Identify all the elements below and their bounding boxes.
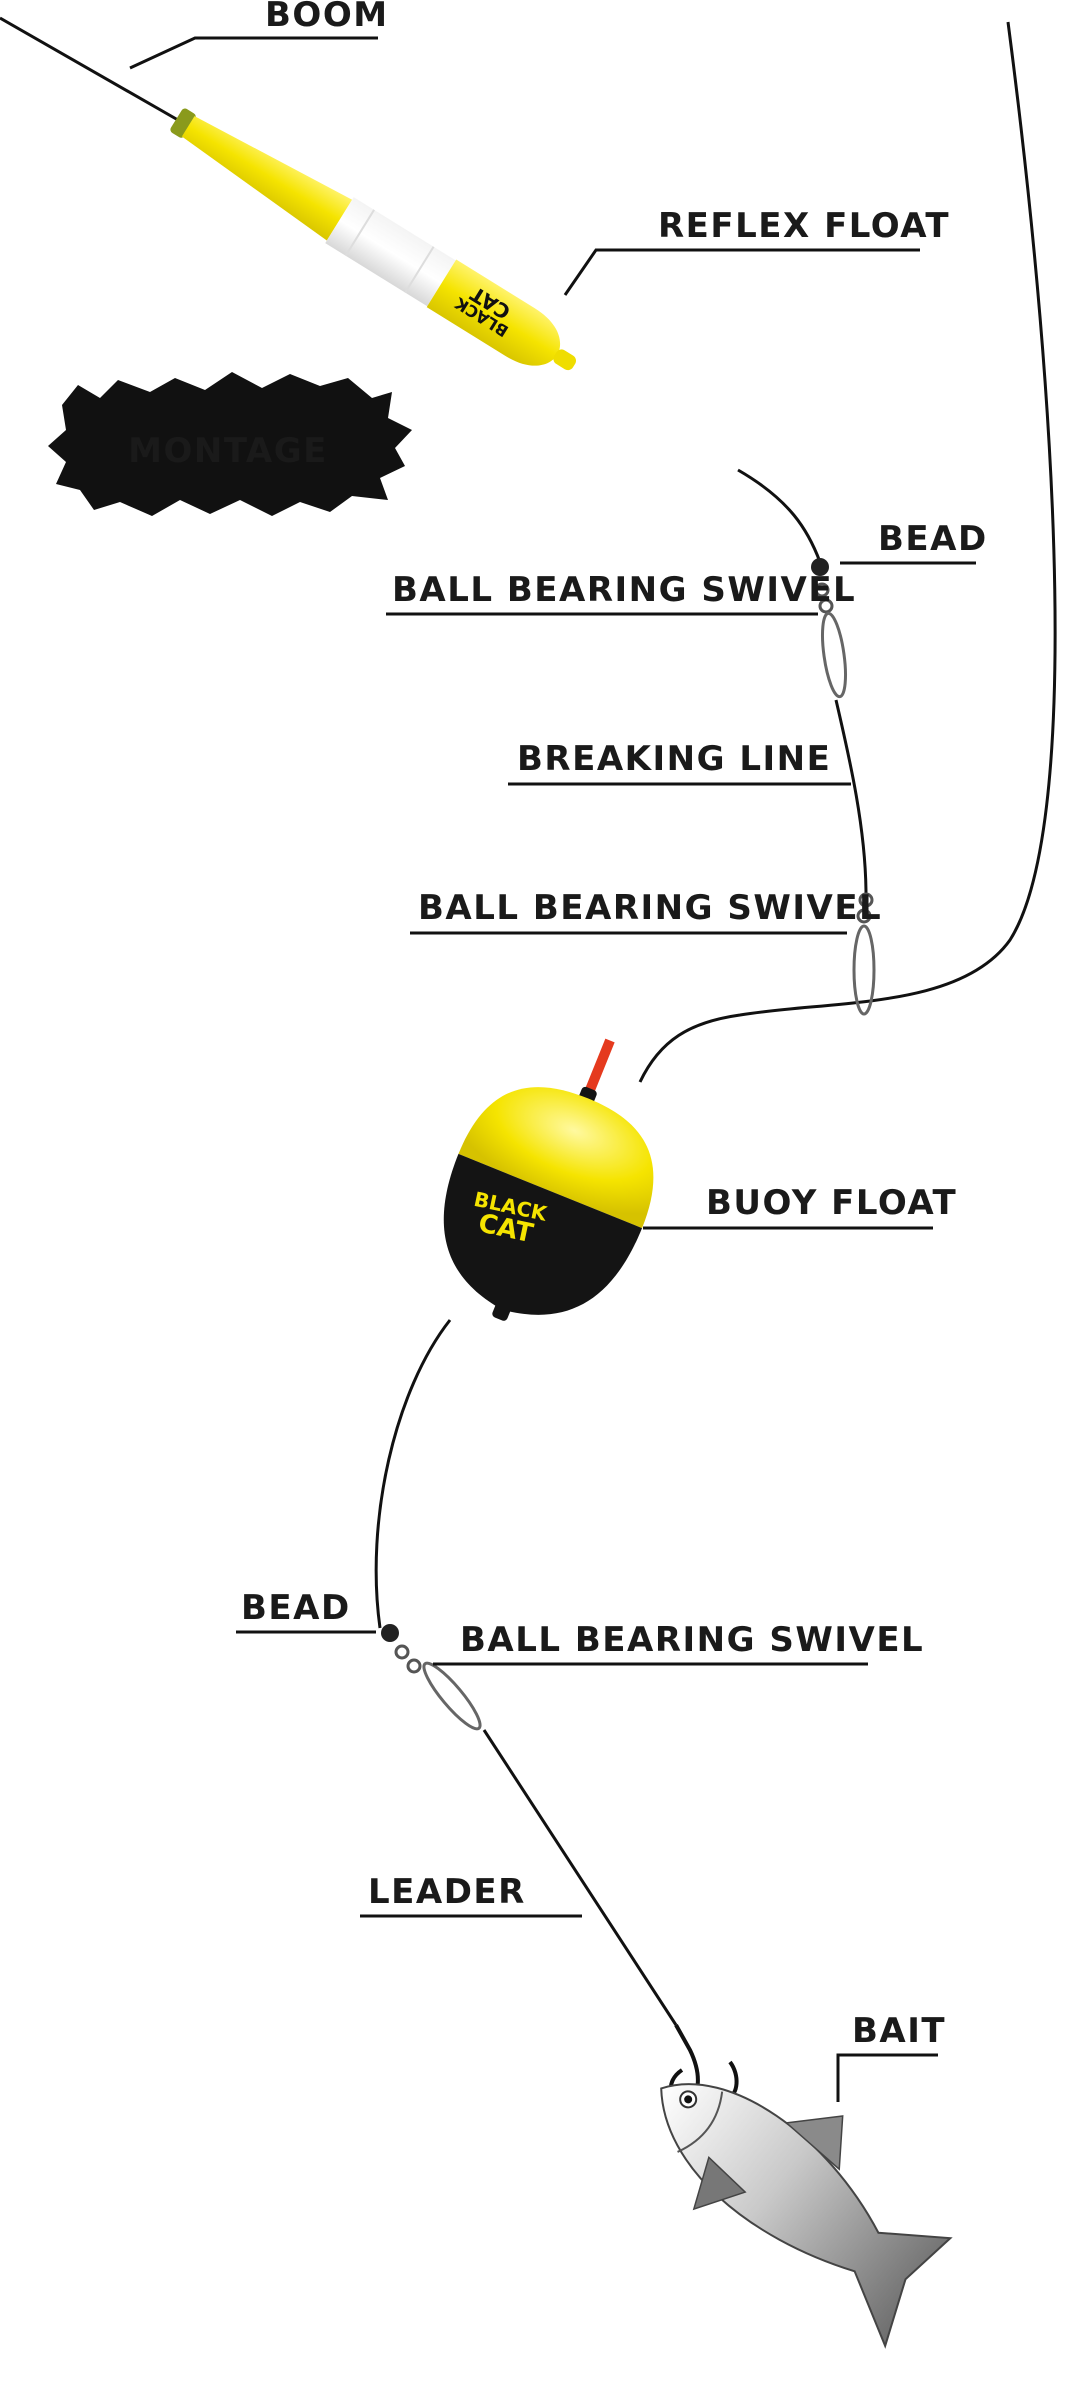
reflex-float: BLACK CAT bbox=[170, 108, 577, 371]
label-reflex-float: REFLEX FLOAT bbox=[658, 206, 950, 246]
label-bead-top: BEAD bbox=[878, 519, 988, 559]
label-swivel-1: BALL BEARING SWIVEL bbox=[392, 570, 856, 610]
callout-boom bbox=[129, 36, 378, 70]
label-boom: BOOM bbox=[265, 0, 389, 35]
bead-bottom bbox=[381, 1624, 399, 1642]
breaking-line-path bbox=[834, 699, 868, 896]
label-breaking-line: BREAKING LINE bbox=[517, 739, 831, 779]
callout-lines bbox=[129, 36, 976, 2102]
float-nub bbox=[553, 349, 577, 371]
bead-top bbox=[811, 558, 829, 576]
buoy-bottom-half bbox=[443, 1153, 643, 1315]
fishing-lines bbox=[0, 16, 1057, 2026]
leader-line bbox=[482, 1729, 678, 2026]
fish-dorsal-fin bbox=[784, 2115, 844, 2171]
buoy-antenna bbox=[583, 1038, 615, 1097]
fish-pectoral-fin bbox=[692, 2155, 747, 2211]
label-leader: LEADER bbox=[368, 1872, 526, 1912]
float-body-rear bbox=[426, 259, 561, 366]
montage-badge: MONTAGE bbox=[48, 372, 412, 516]
label-buoy-float: BUOY FLOAT bbox=[706, 1183, 957, 1223]
buoy-top-half bbox=[458, 1087, 654, 1229]
label-bead-bottom: BEAD bbox=[241, 1588, 351, 1628]
mainline-to-buoy bbox=[638, 21, 1057, 1083]
label-bait: BAIT bbox=[852, 2011, 946, 2051]
label-swivel-3: BALL BEARING SWIVEL bbox=[460, 1620, 924, 1660]
callout-bait bbox=[836, 2053, 938, 2102]
line-float-to-bead bbox=[737, 468, 822, 563]
swivel-1 bbox=[814, 582, 847, 699]
float-glass bbox=[325, 197, 456, 307]
buoy-float: BLACK CAT bbox=[443, 1038, 654, 1321]
swivel-3 bbox=[394, 1644, 482, 1731]
bait-fish bbox=[660, 2083, 953, 2349]
swivel-2 bbox=[852, 892, 876, 1016]
main-line-top bbox=[0, 16, 179, 122]
montage-title: MONTAGE bbox=[128, 431, 328, 471]
label-swivel-2: BALL BEARING SWIVEL bbox=[418, 888, 882, 928]
fish-gill bbox=[677, 2091, 724, 2153]
float-tip bbox=[170, 108, 196, 138]
fish-body bbox=[660, 2083, 953, 2349]
callout-reflex-float bbox=[563, 248, 920, 296]
badge-splash bbox=[48, 372, 412, 516]
line-buoy-to-bead bbox=[374, 1319, 452, 1629]
float-body-front bbox=[181, 116, 353, 241]
